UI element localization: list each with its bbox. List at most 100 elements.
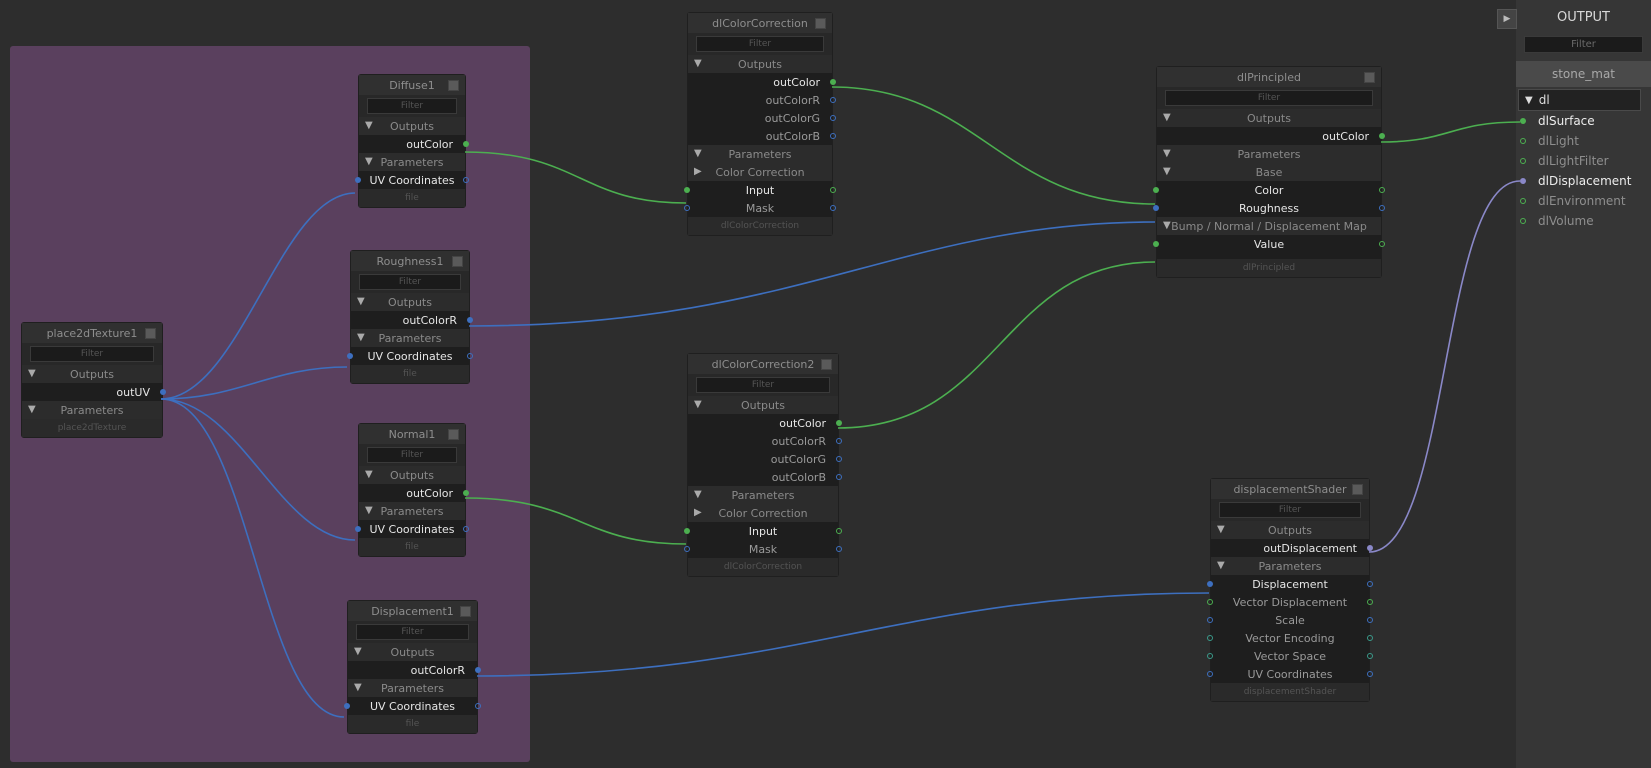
node-dlprincipled[interactable]: dlPrincipled Filter ▼Outputs outColor ▼P… (1153, 66, 1385, 278)
output-port[interactable] (836, 456, 842, 462)
input-port[interactable] (1520, 118, 1526, 124)
node-header[interactable]: place2dTexture1 (22, 323, 162, 343)
output-port[interactable] (1379, 187, 1385, 193)
port-row-mask[interactable]: Mask (684, 540, 842, 558)
output-port[interactable] (475, 667, 481, 673)
output-port[interactable] (475, 703, 481, 709)
output-port[interactable] (836, 528, 842, 534)
input-port[interactable] (1520, 158, 1526, 164)
node-displacementshader[interactable]: displacementShader Filter ▼Outputs outDi… (1207, 478, 1373, 702)
port-row-outcolorb[interactable]: outColorB (688, 468, 842, 486)
node-diffuse1[interactable]: Diffuse1 Filter ▼Outputs outColor ▼Param… (355, 74, 469, 208)
port-row-outcolorr[interactable]: outColorR (351, 311, 473, 329)
port-row-vector-displacement[interactable]: Vector Displacement (1207, 593, 1373, 611)
input-port[interactable] (684, 528, 690, 534)
node-collapse-toggle[interactable] (145, 328, 156, 339)
port-row-vector-encoding[interactable]: Vector Encoding (1207, 629, 1373, 647)
port-row-value[interactable]: Value (1153, 235, 1385, 253)
port-row-outcolor[interactable]: outColor (1157, 127, 1385, 145)
output-port[interactable] (830, 97, 836, 103)
node-filter[interactable]: Filter (367, 98, 457, 114)
port-row-outcolorg[interactable]: outColorG (688, 450, 842, 468)
output-port[interactable] (830, 205, 836, 211)
output-filter-input[interactable]: Filter (1524, 36, 1643, 53)
output-port[interactable] (830, 115, 836, 121)
port-row-scale[interactable]: Scale (1207, 611, 1373, 629)
section-outputs[interactable]: ▼Outputs (688, 55, 832, 73)
section-parameters[interactable]: ▼Parameters (22, 401, 162, 419)
input-port[interactable] (1207, 599, 1213, 605)
input-port[interactable] (1153, 205, 1159, 211)
node-filter[interactable]: Filter (1219, 502, 1361, 518)
output-port[interactable] (836, 474, 842, 480)
section-outputs[interactable]: ▼Outputs (348, 643, 477, 661)
port-row-uv-coordinates[interactable]: UV Coordinates (355, 520, 469, 538)
input-port[interactable] (1207, 581, 1213, 587)
output-item-dlvolume[interactable]: dlVolume (1516, 211, 1651, 231)
input-port[interactable] (1520, 178, 1526, 184)
output-port[interactable] (830, 187, 836, 193)
input-port[interactable] (1207, 653, 1213, 659)
port-row-outcolor[interactable]: outColor (688, 414, 842, 432)
port-row-uv-coordinates[interactable]: UV Coordinates (344, 697, 481, 715)
section-parameters[interactable]: ▼Parameters (359, 502, 465, 520)
node-collapse-toggle[interactable] (821, 359, 832, 370)
section-outputs[interactable]: ▼Outputs (1211, 521, 1369, 539)
node-header[interactable]: Diffuse1 (359, 75, 465, 95)
output-port[interactable] (1367, 581, 1373, 587)
node-filter[interactable]: Filter (359, 274, 461, 290)
input-port[interactable] (347, 353, 353, 359)
section-parameters[interactable]: ▼Parameters (1157, 145, 1381, 163)
output-port[interactable] (830, 79, 836, 85)
output-port[interactable] (836, 438, 842, 444)
input-port[interactable] (1207, 635, 1213, 641)
node-collapse-toggle[interactable] (448, 429, 459, 440)
port-row-uv-coordinates[interactable]: UV Coordinates (347, 347, 473, 365)
input-port[interactable] (1153, 241, 1159, 247)
node-filter[interactable]: Filter (30, 346, 154, 362)
output-port[interactable] (1367, 617, 1373, 623)
port-row-input[interactable]: Input (684, 181, 836, 199)
node-place2dtexture1[interactable]: place2dTexture1 Filter ▼Outputs outUV ▼P… (21, 322, 166, 438)
port-row-input[interactable]: Input (684, 522, 842, 540)
section-outputs[interactable]: ▼Outputs (359, 117, 465, 135)
port-row-uv-coordinates[interactable]: UV Coordinates (1207, 665, 1373, 683)
section-outputs[interactable]: ▼Outputs (22, 365, 162, 383)
node-header[interactable]: dlPrincipled (1157, 67, 1381, 87)
node-header[interactable]: dlColorCorrection (688, 13, 832, 33)
port-row-mask[interactable]: Mask (684, 199, 836, 217)
node-displacement1[interactable]: Displacement1 Filter ▼Outputs outColorR … (344, 600, 481, 734)
input-port[interactable] (684, 187, 690, 193)
output-item-dlsurface[interactable]: dlSurface (1516, 111, 1651, 131)
port-row-outcolor[interactable]: outColor (688, 73, 836, 91)
section-parameters[interactable]: ▼Parameters (1211, 557, 1369, 575)
port-row-displacement[interactable]: Displacement (1207, 575, 1373, 593)
section-parameters[interactable]: ▼Parameters (348, 679, 477, 697)
output-item-dldisplacement[interactable]: dlDisplacement (1516, 171, 1651, 191)
port-row-outcolorr[interactable]: outColorR (348, 661, 481, 679)
output-port[interactable] (467, 353, 473, 359)
node-header[interactable]: displacementShader (1211, 479, 1369, 499)
port-row-outdisplacement[interactable]: outDisplacement (1211, 539, 1373, 557)
port-row-outuv[interactable]: outUV (22, 383, 166, 401)
input-port[interactable] (1207, 671, 1213, 677)
port-row-uv-coordinates[interactable]: UV Coordinates (355, 171, 469, 189)
output-port[interactable] (1367, 671, 1373, 677)
output-port[interactable] (463, 526, 469, 532)
node-collapse-toggle[interactable] (1352, 484, 1363, 495)
node-collapse-toggle[interactable] (815, 18, 826, 29)
section-outputs[interactable]: ▼Outputs (688, 396, 838, 414)
port-row-outcolorb[interactable]: outColorB (688, 127, 836, 145)
play-icon[interactable]: ▶ (1497, 9, 1517, 29)
port-row-outcolorr[interactable]: outColorR (688, 91, 836, 109)
section-parameters[interactable]: ▼Parameters (359, 153, 465, 171)
material-header[interactable]: stone_mat (1516, 61, 1651, 87)
node-filter[interactable]: Filter (696, 36, 824, 52)
section-outputs[interactable]: ▼Outputs (359, 466, 465, 484)
node-header[interactable]: dlColorCorrection2 (688, 354, 838, 374)
input-port[interactable] (1520, 218, 1526, 224)
input-port[interactable] (684, 546, 690, 552)
input-port[interactable] (684, 205, 690, 211)
node-filter[interactable]: Filter (696, 377, 830, 393)
node-collapse-toggle[interactable] (1364, 72, 1375, 83)
